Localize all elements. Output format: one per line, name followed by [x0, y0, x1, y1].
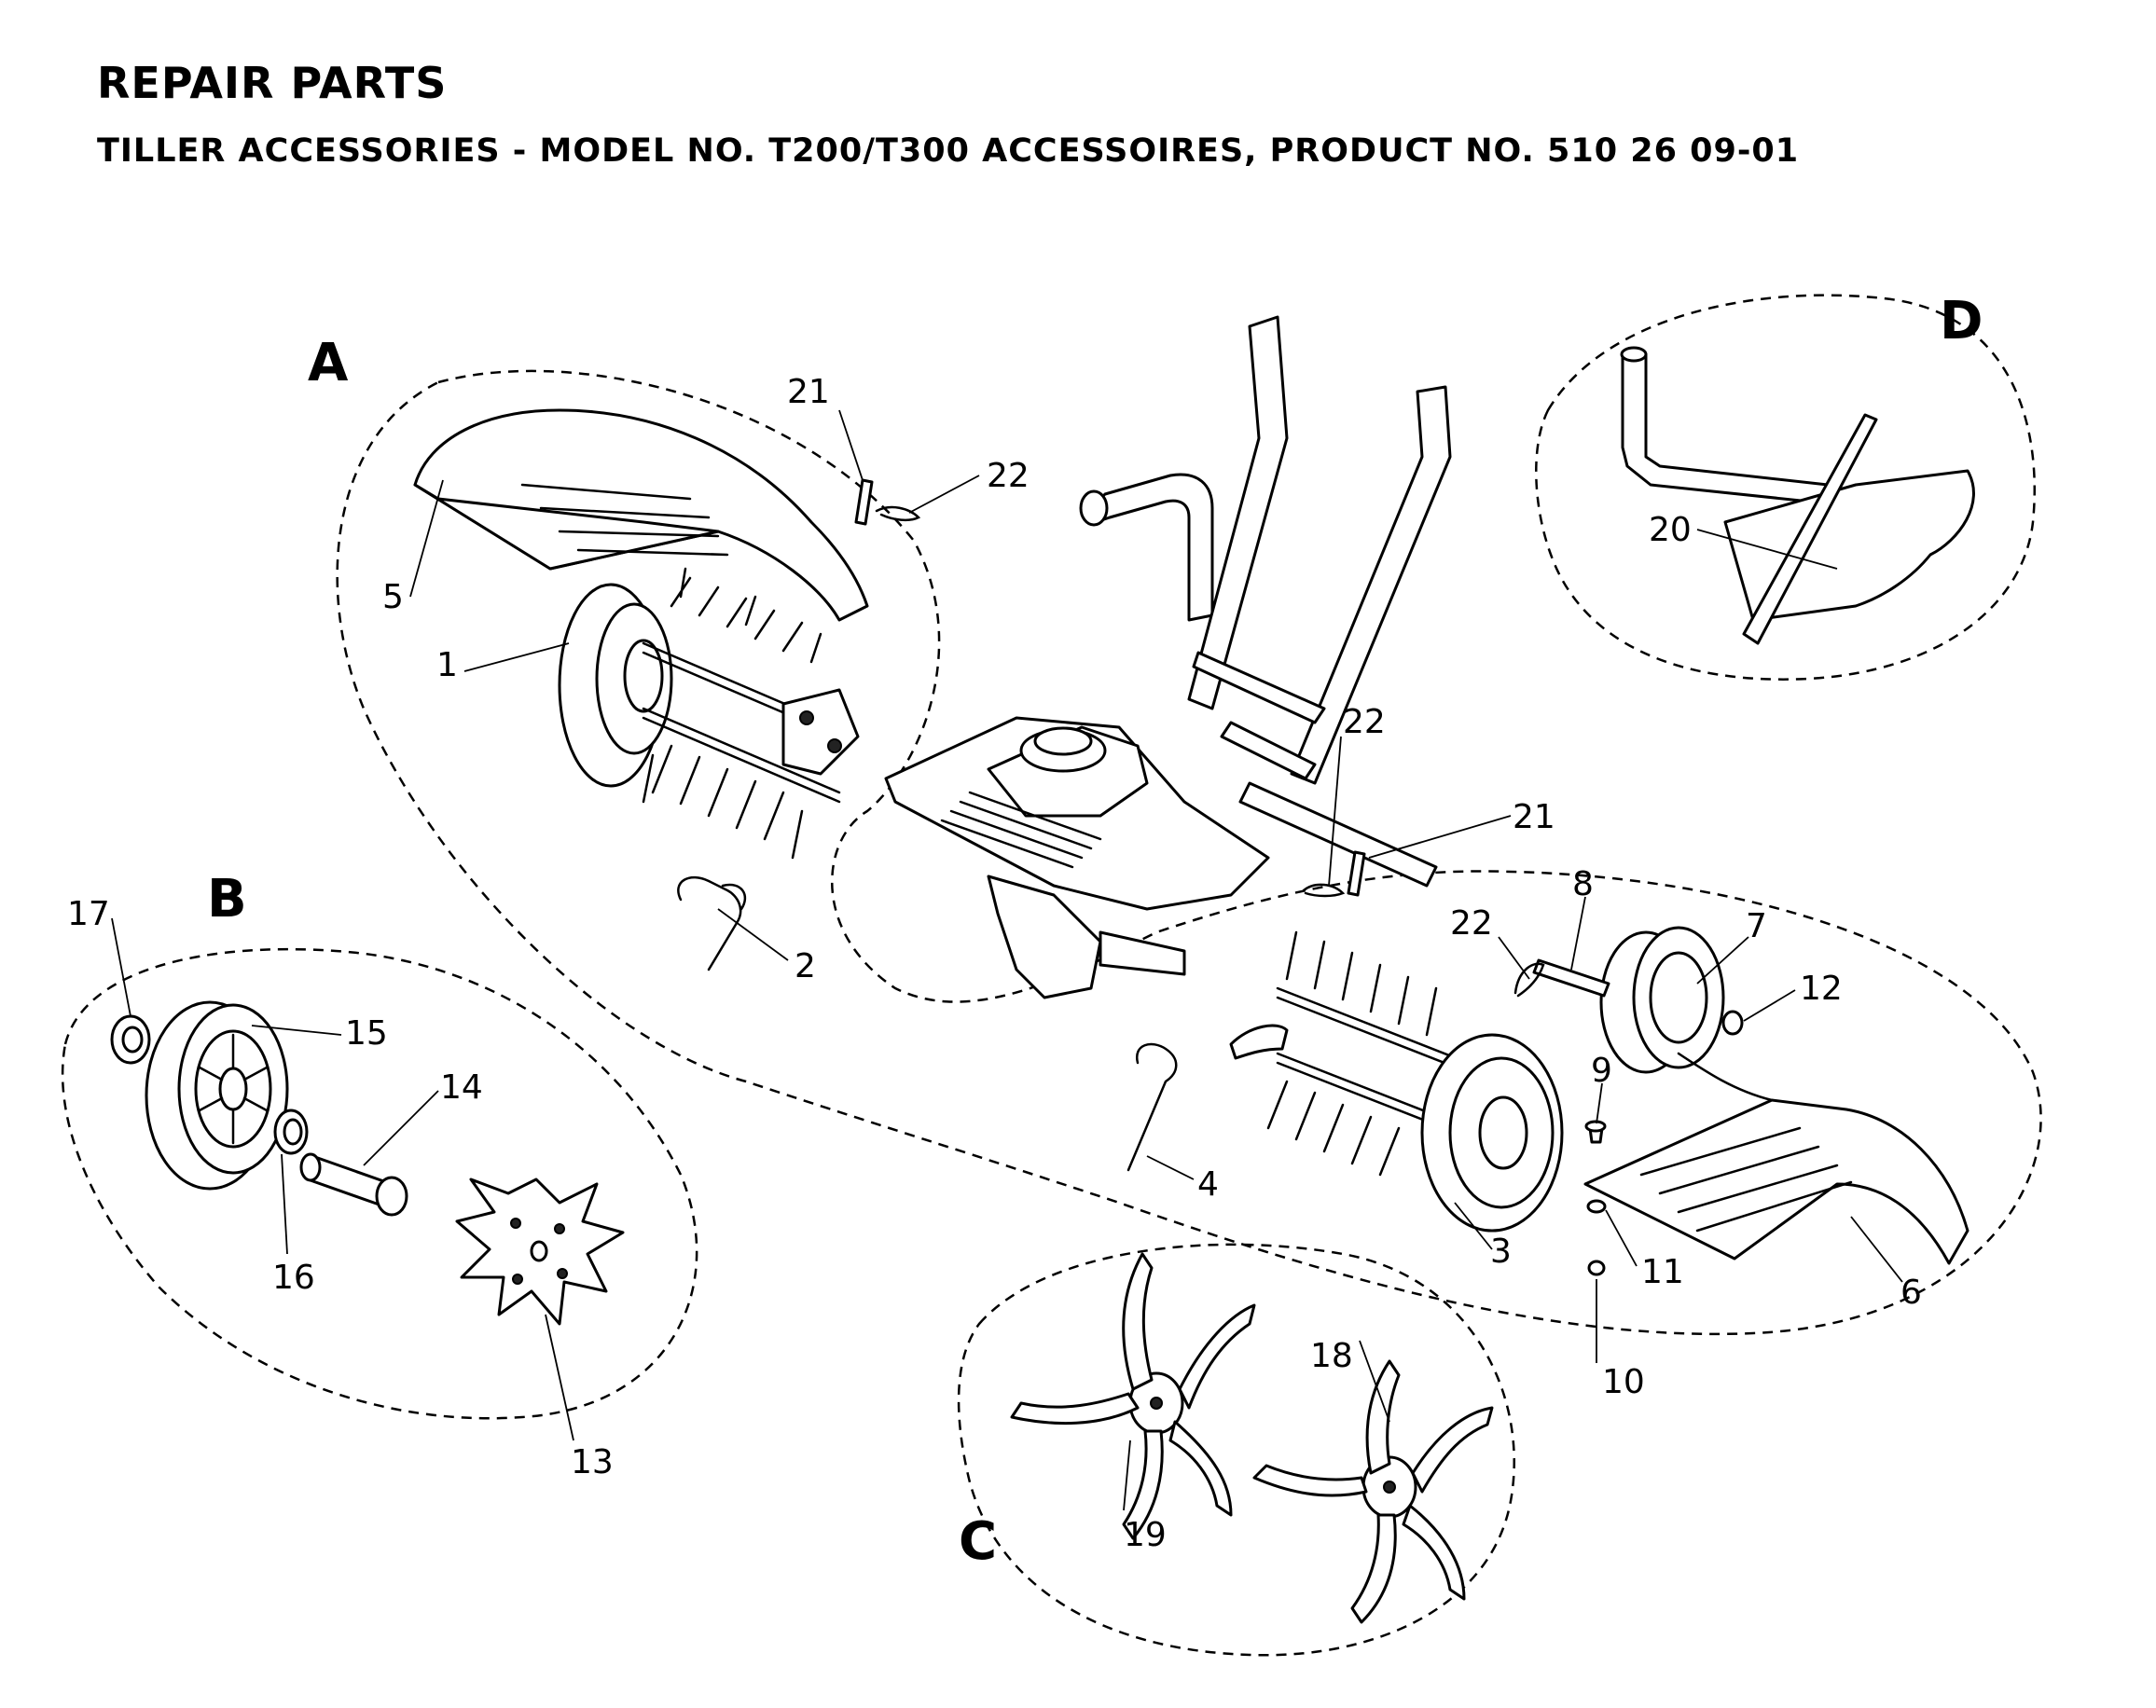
part-9-bolt — [1584, 1120, 1607, 1144]
part-22-clip-right-lower — [1513, 962, 1545, 998]
callout-21-top: 21 — [787, 373, 830, 411]
part-6-deflector-right — [1583, 1052, 1969, 1265]
part-11-nut — [1586, 1199, 1607, 1214]
part-16-washer — [273, 1109, 309, 1155]
part-21-pin-top — [854, 478, 874, 526]
part-7-wheel-small — [1599, 926, 1725, 1074]
part-10-nut — [1587, 1260, 1606, 1276]
group-letter-c: C — [959, 1511, 997, 1572]
group-letter-d: D — [1940, 291, 1983, 351]
part-18-tine-right — [1252, 1359, 1494, 1624]
callout-22-right-upper: 22 — [1343, 703, 1386, 741]
callout-8: 8 — [1572, 865, 1594, 903]
part-4-spring-clip-right — [1126, 1042, 1178, 1172]
callout-4: 4 — [1197, 1165, 1219, 1204]
page-subtitle: TILLER ACCESSORIES - MODEL NO. T200/T300… — [97, 132, 1800, 170]
part-22-clip-right-upper — [1302, 883, 1346, 898]
callout-14: 14 — [440, 1068, 483, 1107]
part-15-wheel — [145, 1000, 289, 1191]
part-22-clip-top — [875, 505, 921, 522]
part-8-axle — [1532, 958, 1610, 998]
part-3-wheel-right — [1420, 1033, 1564, 1233]
callout-2: 2 — [795, 947, 816, 985]
group-letter-a: A — [308, 333, 349, 393]
callout-11: 11 — [1641, 1253, 1684, 1291]
callout-labels: 1 5 2 3 4 6 7 8 9 10 11 12 13 14 15 16 1… — [67, 373, 1922, 1554]
group-b-outline — [61, 947, 698, 1420]
part-12-washer — [1721, 1010, 1744, 1036]
callout-17: 17 — [67, 895, 110, 933]
callout-20: 20 — [1649, 511, 1692, 549]
part-20-furrower — [1620, 346, 1975, 645]
callout-13: 13 — [571, 1443, 614, 1481]
tine-assembly-left — [642, 567, 860, 860]
part-2-spring-clip-left — [677, 875, 747, 971]
callout-18: 18 — [1310, 1337, 1353, 1375]
leader-lines — [111, 409, 1903, 1511]
callout-5: 5 — [382, 578, 404, 616]
callout-3: 3 — [1490, 1233, 1512, 1271]
tine-assembly-right — [1229, 930, 1494, 1177]
group-letter-b: B — [207, 869, 247, 930]
page-title: REPAIR PARTS — [97, 58, 448, 108]
part-14-bushing — [299, 1152, 408, 1217]
part-21-pin-right — [1347, 850, 1366, 897]
callout-19: 19 — [1124, 1516, 1167, 1554]
callout-9: 9 — [1591, 1052, 1612, 1090]
callout-16: 16 — [272, 1259, 315, 1297]
tiller-engine-housing — [884, 716, 1270, 999]
callout-22-right-lower: 22 — [1450, 904, 1493, 943]
part-5-deflector-left — [413, 408, 869, 622]
group-d-outline — [1535, 294, 2036, 681]
callout-7: 7 — [1746, 907, 1767, 945]
callout-10: 10 — [1602, 1363, 1645, 1401]
tiller-handle — [1079, 315, 1452, 888]
callout-21-right: 21 — [1513, 798, 1555, 836]
part-13-spike-disc — [455, 1178, 625, 1326]
callout-12: 12 — [1800, 970, 1843, 1008]
callout-15: 15 — [345, 1014, 388, 1053]
callout-22-top: 22 — [987, 457, 1030, 495]
callout-1: 1 — [436, 646, 458, 684]
part-17-washer — [110, 1014, 151, 1065]
callout-6: 6 — [1900, 1274, 1922, 1312]
part-19-tine-left — [1010, 1252, 1256, 1540]
part-1-wheel-left — [558, 583, 673, 788]
